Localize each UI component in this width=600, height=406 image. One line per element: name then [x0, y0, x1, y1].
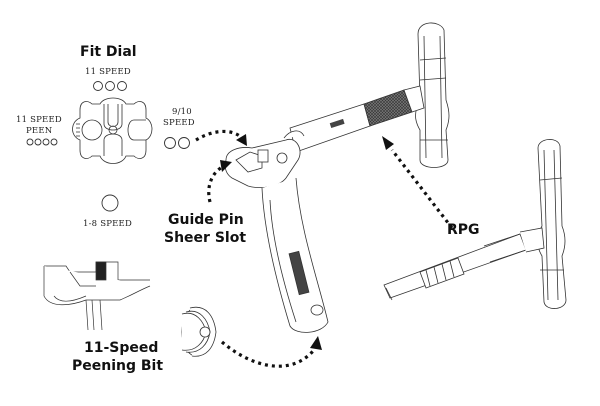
- holes-9-10-speed: [164, 137, 190, 149]
- tool-logo-mark: [329, 118, 345, 129]
- tool-grip: [261, 177, 329, 333]
- label-11-speed-peen-line1: 11 SPEED: [16, 115, 62, 125]
- t-handle-upper: [415, 22, 450, 168]
- label-1-8-speed: 1-8 SPEED: [83, 219, 132, 229]
- label-guide-pin-line1: Guide Pin: [168, 212, 244, 228]
- label-9-10-speed-line1: 9/10: [172, 107, 192, 117]
- hole-1-8-speed: [101, 194, 119, 212]
- arrowhead-head: [236, 134, 247, 146]
- arrow-path-9-10-to-head: [195, 129, 244, 142]
- tool-barrel: [289, 85, 425, 153]
- fit-dial-title: Fit Dial: [80, 44, 137, 60]
- arrow-path-rpg: [390, 149, 454, 229]
- arrowhead-rpg: [382, 136, 394, 150]
- fit-dial: [72, 97, 153, 164]
- label-9-10-speed-line2: SPEED: [163, 118, 195, 128]
- inset-detail: [43, 261, 151, 331]
- holes-11-speed: [93, 81, 127, 91]
- grip-brand-badge: [288, 250, 310, 296]
- rpg-tool: [383, 139, 567, 309]
- label-11-speed-peen-line2: PEEN: [26, 126, 53, 136]
- arrow-path-peening-bit: [220, 340, 316, 368]
- label-peening-bit-line2: Peening Bit: [72, 358, 164, 374]
- arrowhead-guide-pin: [220, 160, 232, 172]
- arrowhead-peening: [310, 336, 322, 350]
- tool-head: [224, 130, 305, 188]
- label-guide-pin-line2: Sheer Slot: [164, 230, 247, 246]
- label-11-speed: 11 SPEED: [85, 67, 131, 77]
- arrowheads: [220, 134, 394, 350]
- peening-bit: [181, 306, 217, 357]
- label-peening-bit-line1: 11-Speed: [84, 340, 159, 356]
- arrows: [195, 129, 454, 368]
- arrow-path-guide-pin: [207, 164, 225, 203]
- holes-11-speed-peen: [26, 138, 58, 146]
- label-rpg: RPG: [447, 222, 480, 238]
